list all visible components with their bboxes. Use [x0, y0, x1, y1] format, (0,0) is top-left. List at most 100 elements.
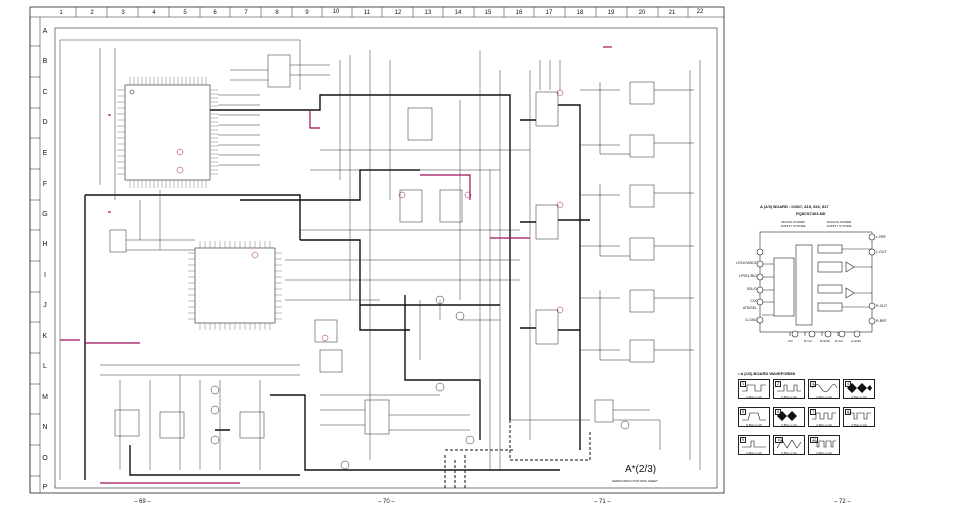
pin-label: LRCK/WSCK	[736, 261, 757, 265]
col-label: 5	[183, 10, 187, 16]
waveform-6: 6 2.8Vp-p (H)	[773, 407, 805, 427]
opamp-stages	[599, 81, 694, 363]
waveform-caption: 2.8Vp-p (H)	[781, 451, 797, 455]
waveform-caption: 2.8Vp-p (H)	[816, 451, 832, 455]
row-label: N	[42, 424, 48, 431]
waveform-7: 7 2.8Vp-p (H)	[808, 407, 840, 427]
waveform-4: 4 2.8Vp-p (H)	[843, 379, 875, 399]
row-label: C	[42, 89, 48, 96]
waveform-10: 10 2.8Vp-p (H)	[773, 435, 805, 455]
waveform-caption: 2.8Vp-p (H)	[781, 395, 797, 399]
block-diagram-title: A (2/3) BOARD : IC807, 815, 816, 817	[760, 204, 829, 209]
col-label: 7	[244, 10, 248, 16]
page-number: – 70 –	[378, 499, 395, 505]
waveform-number: 4	[845, 381, 852, 387]
waveform-caption: 2.8Vp-p (H)	[816, 395, 832, 399]
pin-label: L-OUT	[876, 250, 887, 254]
col-label: 13	[424, 10, 432, 16]
pin-label: D-GND	[820, 339, 830, 343]
analog-supply-label: ANALOG POWER SUPPLY SYSTEM	[826, 220, 852, 228]
pin-label: D-GND	[745, 318, 757, 322]
waveform-caption: 5.8Vp-p (H)	[746, 423, 762, 427]
waveform-number: 1	[740, 381, 747, 387]
row-label: B	[42, 58, 48, 65]
row-label: E	[42, 150, 48, 157]
waveform-caption: 2.8Vp-p (H)	[746, 395, 762, 399]
row-label: M	[42, 394, 48, 401]
sheet-title: A*(2/3)	[625, 464, 657, 475]
row-label: P	[42, 484, 48, 491]
block-diagram-part: PQ8CS7403-ND	[796, 211, 826, 216]
pin-label: D-Vcc	[804, 339, 813, 343]
waveform-number: 6	[775, 409, 782, 415]
pin-label: CLK	[750, 299, 757, 303]
col-label: 15	[484, 10, 492, 16]
waveform-5: 5 5.8Vp-p (H)	[738, 407, 770, 427]
waveform-8: 8 2.8Vp-p (H)	[843, 407, 875, 427]
waveform-caption: 2.8Vp-p (H)	[746, 451, 762, 455]
waveform-number: 5	[740, 409, 747, 415]
sheet-title-note: SEMICONDUCTOR DATA SHEET	[612, 479, 658, 483]
waveform-number: 11	[810, 437, 819, 443]
waveform-caption: 2.8Vp-p (H)	[781, 423, 797, 427]
col-label: 9	[305, 10, 309, 16]
pin-label: ATN/SEL	[742, 306, 757, 310]
col-label: 21	[668, 10, 676, 16]
waveform-caption: 2.8Vp-p (H)	[851, 395, 867, 399]
qfp-ic-secondary	[188, 241, 282, 330]
pin-label: R-OUT	[876, 304, 888, 308]
col-label: 3	[121, 10, 125, 16]
col-label: 16	[515, 10, 523, 16]
row-label: L	[43, 363, 47, 370]
waveform-number: 7	[810, 409, 817, 415]
col-label: 22	[696, 9, 704, 15]
waveform-9: 9 2.8Vp-p (H)	[738, 435, 770, 455]
row-label: F	[42, 181, 48, 188]
page-number: – 69 –	[134, 499, 151, 505]
page-number: – 72 –	[834, 499, 851, 505]
waveform-number: 2	[775, 381, 782, 387]
col-label: 4	[152, 10, 156, 16]
page-number: – 71 –	[594, 499, 611, 505]
waveform-number: 8	[845, 409, 852, 415]
waveform-number: 10	[775, 437, 784, 443]
col-label: 18	[576, 10, 584, 16]
row-label: A	[42, 28, 48, 35]
waveform-11: 11 2.8Vp-p (H)	[808, 435, 840, 455]
waveform-1: 1 2.8Vp-p (H)	[738, 379, 770, 399]
col-label: 17	[545, 10, 553, 16]
row-label: I	[44, 272, 46, 279]
waveform-number: 9	[740, 437, 747, 443]
pin-label: Vcc	[788, 339, 794, 343]
row-label: O	[42, 455, 48, 462]
waveform-caption: 2.8Vp-p (H)	[816, 423, 832, 427]
pin-label: L-REF	[876, 235, 887, 239]
digital-supply-label: DIGITAL POWER SUPPLY SYSTEM	[780, 220, 806, 228]
pin-label: DSL/D	[746, 287, 757, 291]
row-label: H	[42, 241, 48, 248]
pin-label: R-REF	[876, 319, 887, 323]
pin-label: LPSEL/RIG	[738, 274, 757, 278]
col-label: 20	[638, 10, 646, 16]
waveform-2: 2 2.8Vp-p (H)	[773, 379, 805, 399]
waveforms-title: • A (2/3) BOARD WAVEFORMS	[738, 371, 796, 376]
col-label: 1	[59, 10, 63, 16]
waveform-3: 3 2.8Vp-p (H)	[808, 379, 840, 399]
row-label: G	[42, 211, 48, 218]
pin-label: A-GND	[851, 339, 861, 343]
dac-ic-stack	[535, 91, 559, 345]
col-label: 2	[90, 10, 94, 16]
row-label: K	[42, 333, 48, 340]
col-label: 19	[607, 10, 615, 16]
col-label: 11	[363, 10, 371, 16]
row-label: J	[43, 302, 47, 309]
highlighted-traces	[60, 46, 612, 484]
col-label: 10	[332, 9, 340, 15]
col-label: 6	[213, 10, 217, 16]
qfp-ic-main	[117, 77, 218, 188]
col-label: 14	[454, 10, 462, 16]
block-diagram	[756, 231, 876, 338]
col-label: 12	[394, 10, 402, 16]
col-label: 8	[275, 10, 279, 16]
